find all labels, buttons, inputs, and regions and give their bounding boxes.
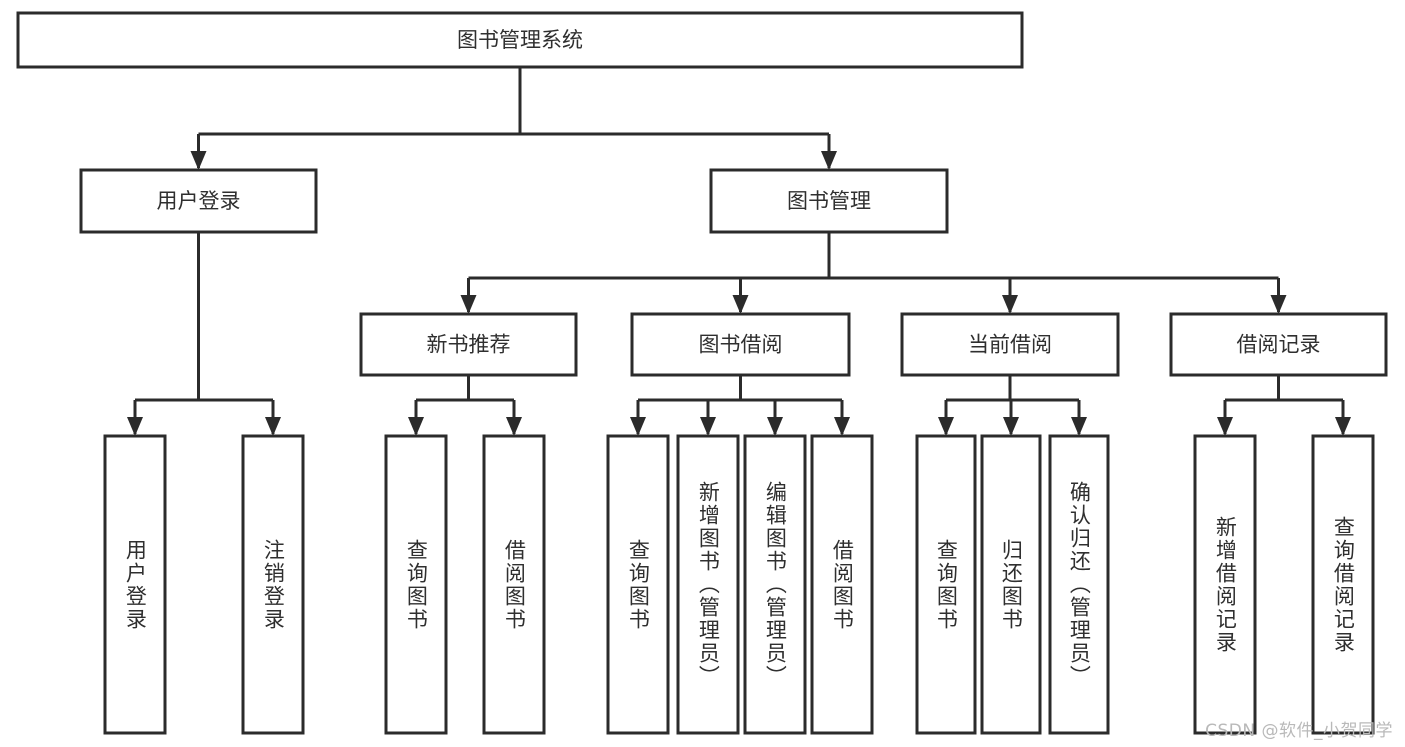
node-box	[241, 434, 305, 735]
edge-group-new-book-recommend	[408, 375, 522, 436]
node-leaf-user-logout[interactable]	[241, 434, 305, 735]
edge-group-user-login	[127, 232, 281, 436]
node-root[interactable]: 图书管理系统	[16, 11, 1024, 69]
edge-group-root	[190, 67, 837, 170]
arrow-head-icon	[1071, 417, 1087, 436]
node-box	[1193, 434, 1257, 735]
node-leaf-return-book[interactable]	[980, 434, 1042, 735]
arrow-head-icon	[821, 151, 837, 170]
node-leaf-query-borrow-record[interactable]	[1311, 434, 1375, 735]
node-box	[482, 434, 546, 735]
arrow-head-icon	[127, 417, 143, 436]
node-label: 图书管理	[787, 189, 871, 213]
arrow-head-icon	[408, 417, 424, 436]
arrow-head-icon	[834, 417, 850, 436]
node-leaf-edit-book-admin[interactable]	[743, 434, 807, 735]
node-box	[709, 168, 949, 234]
node-box	[900, 312, 1120, 377]
node-leaf-query-book-current[interactable]	[915, 434, 977, 735]
node-leaf-borrow-book[interactable]	[810, 434, 874, 735]
node-book-borrow[interactable]: 图书借阅	[630, 312, 851, 377]
node-box	[16, 11, 1024, 69]
node-borrow-record[interactable]: 借阅记录	[1169, 312, 1388, 377]
node-label: 借阅记录	[1237, 333, 1321, 357]
node-box	[79, 168, 318, 234]
node-leaf-add-book-admin[interactable]	[676, 434, 740, 735]
node-leaf-user-login[interactable]	[103, 434, 167, 735]
node-box	[359, 312, 578, 377]
edges-layer	[127, 67, 1351, 436]
node-box	[606, 434, 670, 735]
arrow-head-icon	[1335, 417, 1351, 436]
node-new-book-recommend[interactable]: 新书推荐	[359, 312, 578, 377]
node-label: 图书管理系统	[457, 28, 583, 52]
node-label: 图书借阅	[699, 333, 783, 357]
node-box	[1311, 434, 1375, 735]
node-box	[743, 434, 807, 735]
watermark: CSDN @软件_小贺同学	[1205, 721, 1393, 741]
arrow-head-icon	[630, 417, 646, 436]
node-book-management[interactable]: 图书管理	[709, 168, 949, 234]
arrow-head-icon	[190, 151, 207, 170]
node-box	[630, 312, 851, 377]
arrow-head-icon	[265, 417, 281, 436]
arrow-head-icon	[460, 295, 477, 314]
node-current-borrow[interactable]: 当前借阅	[900, 312, 1120, 377]
arrow-head-icon	[1270, 295, 1287, 314]
node-leaf-add-borrow-record[interactable]	[1193, 434, 1257, 735]
arrow-head-icon	[700, 417, 716, 436]
arrow-head-icon	[1002, 295, 1018, 314]
node-user-login[interactable]: 用户登录	[79, 168, 318, 234]
node-box	[676, 434, 740, 735]
node-box	[915, 434, 977, 735]
arrow-head-icon	[506, 417, 522, 436]
arrow-head-icon	[767, 417, 783, 436]
node-leaf-confirm-return-admin[interactable]	[1048, 434, 1110, 735]
node-label: 新书推荐	[427, 333, 511, 357]
node-box	[980, 434, 1042, 735]
edge-group-borrow-record	[1217, 375, 1351, 436]
node-leaf-query-book-recommend[interactable]	[384, 434, 448, 735]
node-box	[384, 434, 448, 735]
node-leaf-query-book-borrow[interactable]	[606, 434, 670, 735]
node-label: 当前借阅	[968, 333, 1052, 357]
edge-group-book-borrow	[630, 375, 850, 436]
edge-group-book-management	[460, 232, 1287, 314]
arrow-head-icon	[1217, 417, 1233, 436]
arrow-head-icon	[1003, 417, 1019, 436]
arrow-head-icon	[938, 417, 954, 436]
node-leaf-borrow-book-recommend[interactable]	[482, 434, 546, 735]
arrow-head-icon	[732, 295, 749, 314]
node-label: 用户登录	[157, 189, 241, 213]
node-box	[103, 434, 167, 735]
node-box	[810, 434, 874, 735]
edge-group-current-borrow	[938, 375, 1087, 436]
node-box	[1169, 312, 1388, 377]
node-box	[1048, 434, 1110, 735]
